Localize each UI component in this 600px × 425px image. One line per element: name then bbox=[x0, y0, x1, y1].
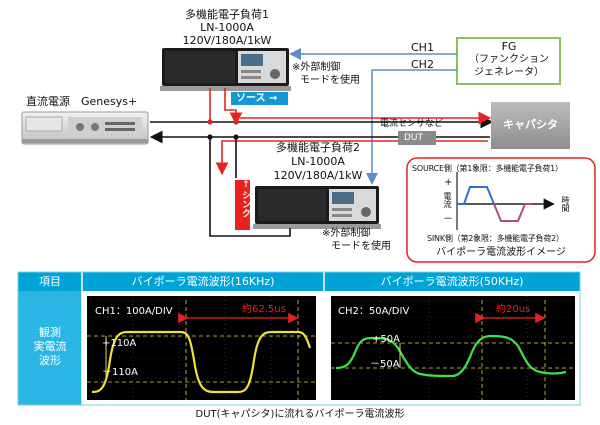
load1-title: 多機能電子負荷1 bbox=[185, 8, 269, 21]
waveform-caption: バイポーラ電流波形イメージ bbox=[436, 247, 566, 258]
junction-dot bbox=[233, 119, 239, 125]
external-note-1-line2: モードを使用 bbox=[300, 75, 360, 86]
scope2-trace bbox=[335, 334, 567, 378]
scope1-negative-label: －110A bbox=[102, 367, 138, 378]
row-label-line1: 観測 bbox=[39, 326, 61, 339]
time-axis-label: 時間 bbox=[561, 196, 570, 212]
fg-line3: ジェネレータ） bbox=[474, 67, 544, 78]
junction-dot bbox=[207, 119, 213, 125]
sink-label: ← シンク bbox=[240, 180, 250, 218]
dc-power-supply bbox=[21, 111, 149, 145]
function-generator-box bbox=[456, 37, 561, 85]
scope2-negative-label: －50A bbox=[370, 359, 400, 370]
fg-title: FG bbox=[501, 40, 517, 53]
sink-side-label: SINK側（第2象限：多機能電子負荷2） bbox=[427, 234, 564, 243]
psu-label: 直流電源 Genesys+ bbox=[26, 95, 138, 108]
source-side-label: SOURCE側（第1象限：多機能電子負荷1） bbox=[412, 164, 563, 173]
row-label-line2: 実電流 bbox=[33, 340, 67, 353]
ch1-label: CH1 bbox=[411, 41, 434, 54]
scope1-trace bbox=[91, 330, 312, 394]
ch2-line bbox=[366, 69, 457, 185]
dut-label: DUT bbox=[404, 133, 424, 143]
scope-16khz bbox=[87, 296, 316, 400]
source-badge-bg bbox=[231, 92, 288, 105]
scope1-positive-label: +110A bbox=[102, 338, 137, 349]
external-note-2-line1: ※外部制御 bbox=[322, 228, 371, 239]
load1-model: LN-1000A bbox=[200, 21, 254, 34]
source-label: ソース → bbox=[236, 93, 278, 104]
ch2-label: CH2 bbox=[411, 58, 434, 71]
scope1-period-label: 約62.5us bbox=[242, 304, 286, 315]
electronic-load-2 bbox=[253, 186, 381, 229]
electronic-load-1 bbox=[160, 48, 291, 91]
row-label-line3: 波形 bbox=[39, 354, 61, 367]
dut-sensor-box bbox=[398, 131, 436, 145]
table-header-item: 項目 bbox=[39, 275, 61, 288]
external-note-2-line2: モードを使用 bbox=[331, 241, 391, 252]
capacitor-box bbox=[491, 102, 570, 149]
scope2-positive-label: +50A bbox=[372, 334, 400, 345]
current-axis-label: 電流 bbox=[443, 192, 452, 208]
scope2-channel-label: CH2：50A/DIV bbox=[338, 306, 410, 317]
scope2-period-label: 約20us bbox=[496, 304, 531, 315]
source-pulse bbox=[457, 186, 495, 205]
sink-badge-bg bbox=[235, 180, 250, 230]
sensor-label: 電流センサなど bbox=[380, 119, 444, 129]
minus-sign: － bbox=[443, 214, 453, 225]
scope-50khz bbox=[331, 296, 575, 400]
scope1-channel-label: CH1：100A/DIV bbox=[95, 306, 173, 317]
junction-dot bbox=[233, 134, 239, 140]
waveform-image-box bbox=[406, 157, 596, 263]
plus-sign: + bbox=[444, 177, 453, 188]
external-note-1-line1: ※外部制御 bbox=[292, 62, 341, 73]
load1-red-arrow bbox=[224, 88, 243, 126]
table-header-16k: バイポーラ電流波形(16KHz) bbox=[131, 275, 275, 288]
load2-model: LN-1000A bbox=[291, 155, 345, 168]
sink-pulse bbox=[493, 203, 532, 222]
table-header-50k: バイポーラ電流波形(50KHz) bbox=[380, 275, 524, 288]
fg-line2: （ファンクション bbox=[469, 54, 549, 65]
load2-spec: 120V/180A/1kW bbox=[273, 169, 363, 182]
load1-spec: 120V/180A/1kW bbox=[182, 34, 272, 47]
load2-black-line bbox=[209, 137, 291, 237]
footer-caption: DUT(キャパシタ)に流れるバイポーラ電流波形 bbox=[195, 409, 405, 420]
capacitor-label: キャパシタ bbox=[503, 118, 558, 131]
load2-title: 多機能電子負荷2 bbox=[276, 141, 360, 154]
junction-dot bbox=[207, 134, 213, 140]
